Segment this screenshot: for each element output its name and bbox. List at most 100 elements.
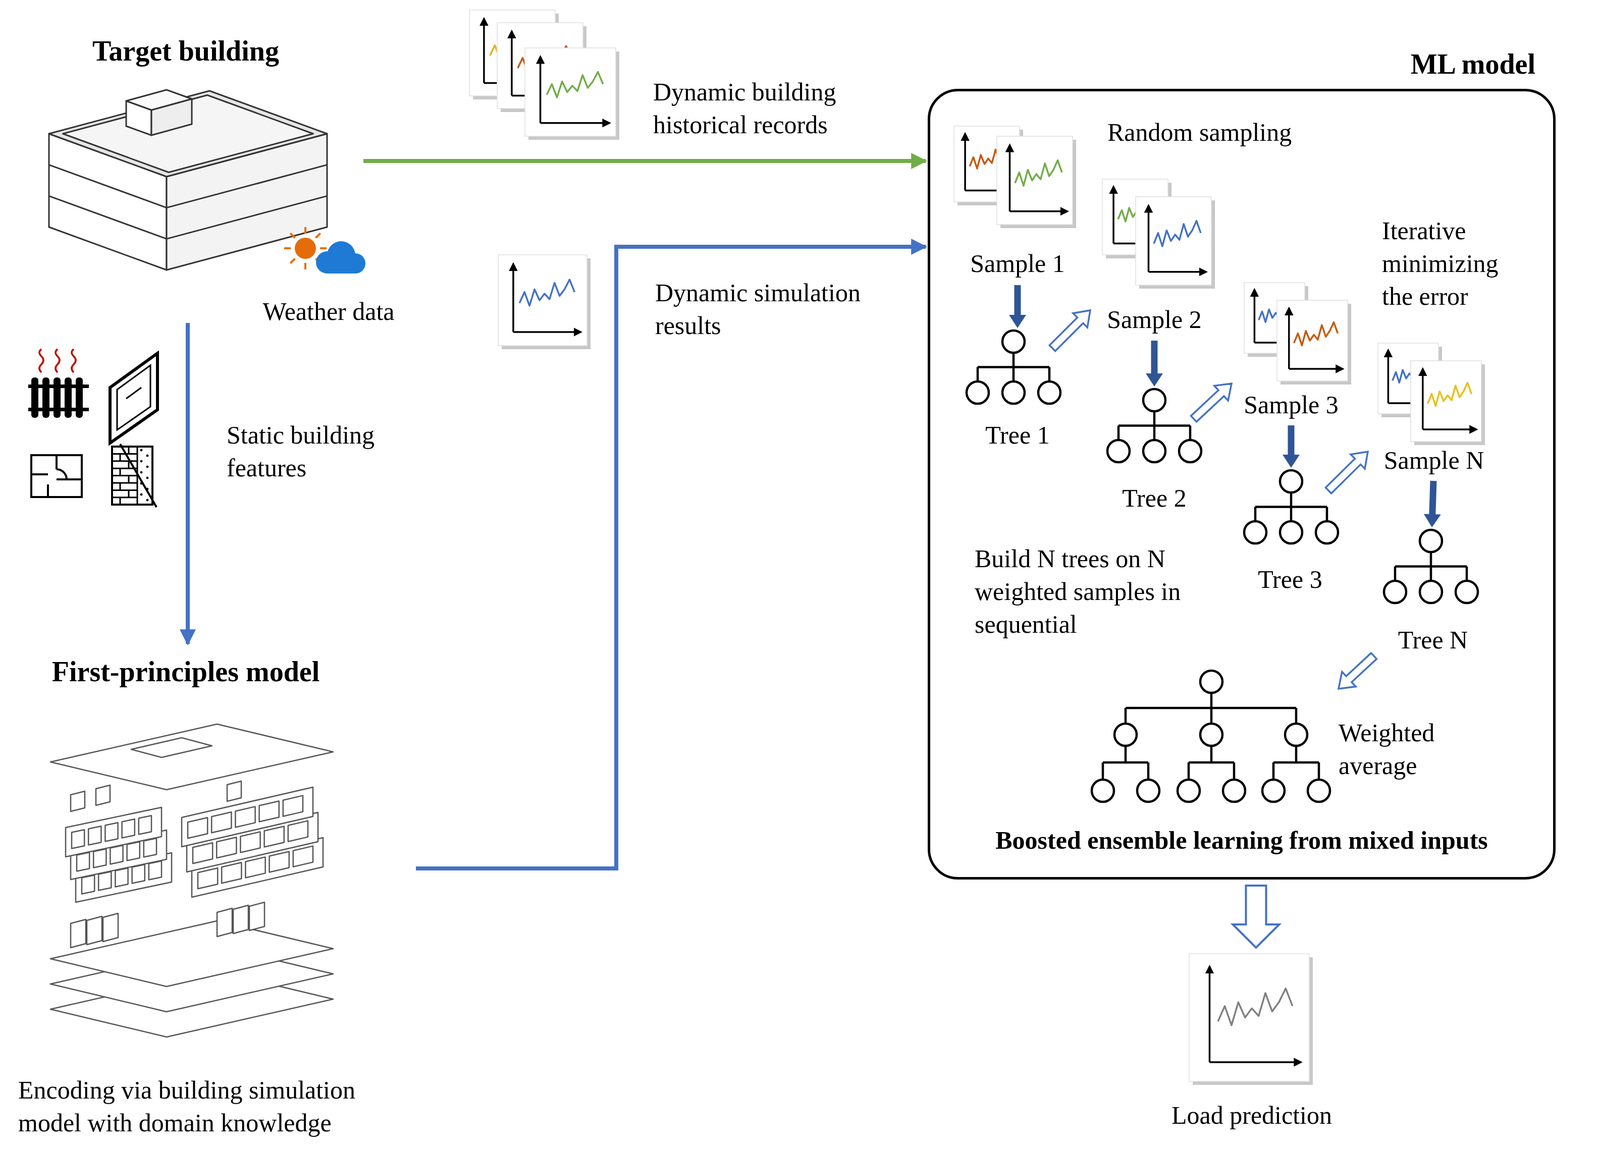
tree-branch bbox=[1210, 708, 1213, 724]
section-heading: Target building bbox=[92, 32, 280, 70]
x-axis bbox=[1148, 271, 1207, 274]
sample-to-tree-arrow bbox=[1145, 340, 1163, 387]
panel-window bbox=[259, 801, 280, 823]
card bbox=[1189, 953, 1310, 1082]
wall-panel bbox=[181, 787, 313, 847]
ml-model-box: ML modelBoosted ensemble learning from m… bbox=[927, 88, 1556, 880]
radiator-fin bbox=[64, 377, 72, 418]
heat-wave bbox=[55, 349, 60, 373]
panel-window bbox=[71, 829, 85, 849]
tree-node bbox=[1179, 440, 1202, 463]
tree-branch bbox=[1465, 566, 1469, 582]
roof-opening bbox=[131, 737, 212, 758]
sample-to-tree-arrow bbox=[1423, 481, 1442, 528]
panel-window bbox=[122, 819, 135, 838]
plan-outline bbox=[31, 455, 82, 498]
small-frame bbox=[95, 785, 111, 806]
brick-course bbox=[112, 489, 138, 492]
panel-window bbox=[148, 861, 162, 880]
flow-connector bbox=[363, 158, 926, 164]
window-pane bbox=[117, 365, 151, 431]
tree-branch bbox=[1325, 507, 1329, 522]
brick-joint bbox=[128, 490, 130, 498]
card bbox=[498, 254, 588, 346]
wall-diagonal bbox=[120, 444, 157, 508]
y-axis bbox=[1208, 966, 1211, 1063]
tree-branch bbox=[1254, 507, 1257, 522]
tree-node bbox=[1455, 580, 1478, 604]
heat-wave bbox=[71, 349, 76, 373]
tree-branch bbox=[1189, 425, 1192, 441]
panel-window bbox=[110, 845, 123, 865]
sun-ray bbox=[304, 262, 307, 270]
panel-window bbox=[245, 857, 265, 878]
chart-icon bbox=[1135, 196, 1215, 289]
tree-branch bbox=[1012, 367, 1016, 383]
tree-branch bbox=[1117, 425, 1120, 441]
brick-joint bbox=[119, 468, 122, 476]
tree-node bbox=[1091, 779, 1114, 803]
tree-label: Tree N bbox=[1398, 623, 1468, 657]
radiator-fin bbox=[53, 377, 61, 418]
sun-ray bbox=[320, 247, 327, 250]
floor-plan-icon bbox=[31, 455, 82, 498]
tree-branch bbox=[1429, 566, 1433, 582]
panel-window bbox=[81, 875, 95, 894]
chart-icon bbox=[1276, 300, 1352, 385]
x-axis bbox=[513, 331, 581, 334]
tree-branch bbox=[1290, 507, 1293, 522]
weather-icon bbox=[284, 227, 366, 274]
wall-section-icon bbox=[112, 444, 157, 508]
tree-node bbox=[1143, 440, 1166, 463]
card bbox=[996, 136, 1073, 225]
hollow-arrow bbox=[1232, 885, 1279, 948]
brick-joint bbox=[119, 497, 122, 505]
x-axis bbox=[1289, 367, 1343, 370]
card bbox=[1410, 360, 1482, 442]
note-text: Iterative minimizing the error bbox=[1381, 214, 1534, 313]
x-axis bbox=[1009, 210, 1068, 213]
note-text: Build N trees on N weighted samples in s… bbox=[974, 542, 1212, 642]
tree-node bbox=[1200, 723, 1223, 746]
tree-label: Tree 1 bbox=[985, 418, 1050, 452]
x-axis bbox=[540, 122, 610, 125]
icon-label: Weather data bbox=[262, 295, 395, 329]
panel-window bbox=[264, 826, 285, 848]
panel-window bbox=[132, 864, 145, 884]
tree-branch bbox=[1147, 762, 1150, 780]
tree-node bbox=[1200, 670, 1223, 693]
data-line bbox=[1015, 160, 1062, 186]
flow-connector bbox=[185, 323, 190, 645]
chart-icon bbox=[524, 47, 620, 140]
data-line bbox=[1153, 221, 1201, 247]
data-line bbox=[546, 72, 604, 98]
tree-node bbox=[1315, 521, 1339, 544]
y-axis bbox=[1147, 205, 1150, 273]
boosting-step-arrow bbox=[1049, 310, 1091, 352]
roof-slab bbox=[50, 724, 334, 790]
panel-window bbox=[93, 848, 106, 868]
tree-node bbox=[1285, 723, 1308, 746]
tree-branch bbox=[1317, 762, 1321, 780]
tree-branch bbox=[1233, 762, 1236, 780]
tree-branch bbox=[1102, 761, 1149, 765]
sample-label: Sample 3 bbox=[1243, 388, 1339, 422]
radiator-pipe bbox=[28, 384, 89, 389]
chart-icon bbox=[498, 254, 591, 350]
equipment-box bbox=[249, 902, 265, 931]
building-illustration bbox=[48, 89, 328, 271]
sun-ray bbox=[290, 258, 295, 264]
tree-branch bbox=[1101, 762, 1105, 780]
tree-node bbox=[1137, 779, 1160, 803]
panel-window bbox=[88, 826, 101, 845]
brick-joint bbox=[119, 453, 122, 461]
roof-parapet bbox=[63, 95, 314, 173]
panel-window bbox=[76, 852, 90, 872]
panel-window bbox=[216, 837, 237, 859]
tree-branch bbox=[1153, 425, 1156, 441]
tree-node bbox=[1222, 779, 1246, 803]
tree-branch bbox=[1429, 552, 1433, 567]
panel-caption: Encoding via building simulation model w… bbox=[18, 1074, 412, 1140]
sun-ray bbox=[290, 233, 295, 238]
